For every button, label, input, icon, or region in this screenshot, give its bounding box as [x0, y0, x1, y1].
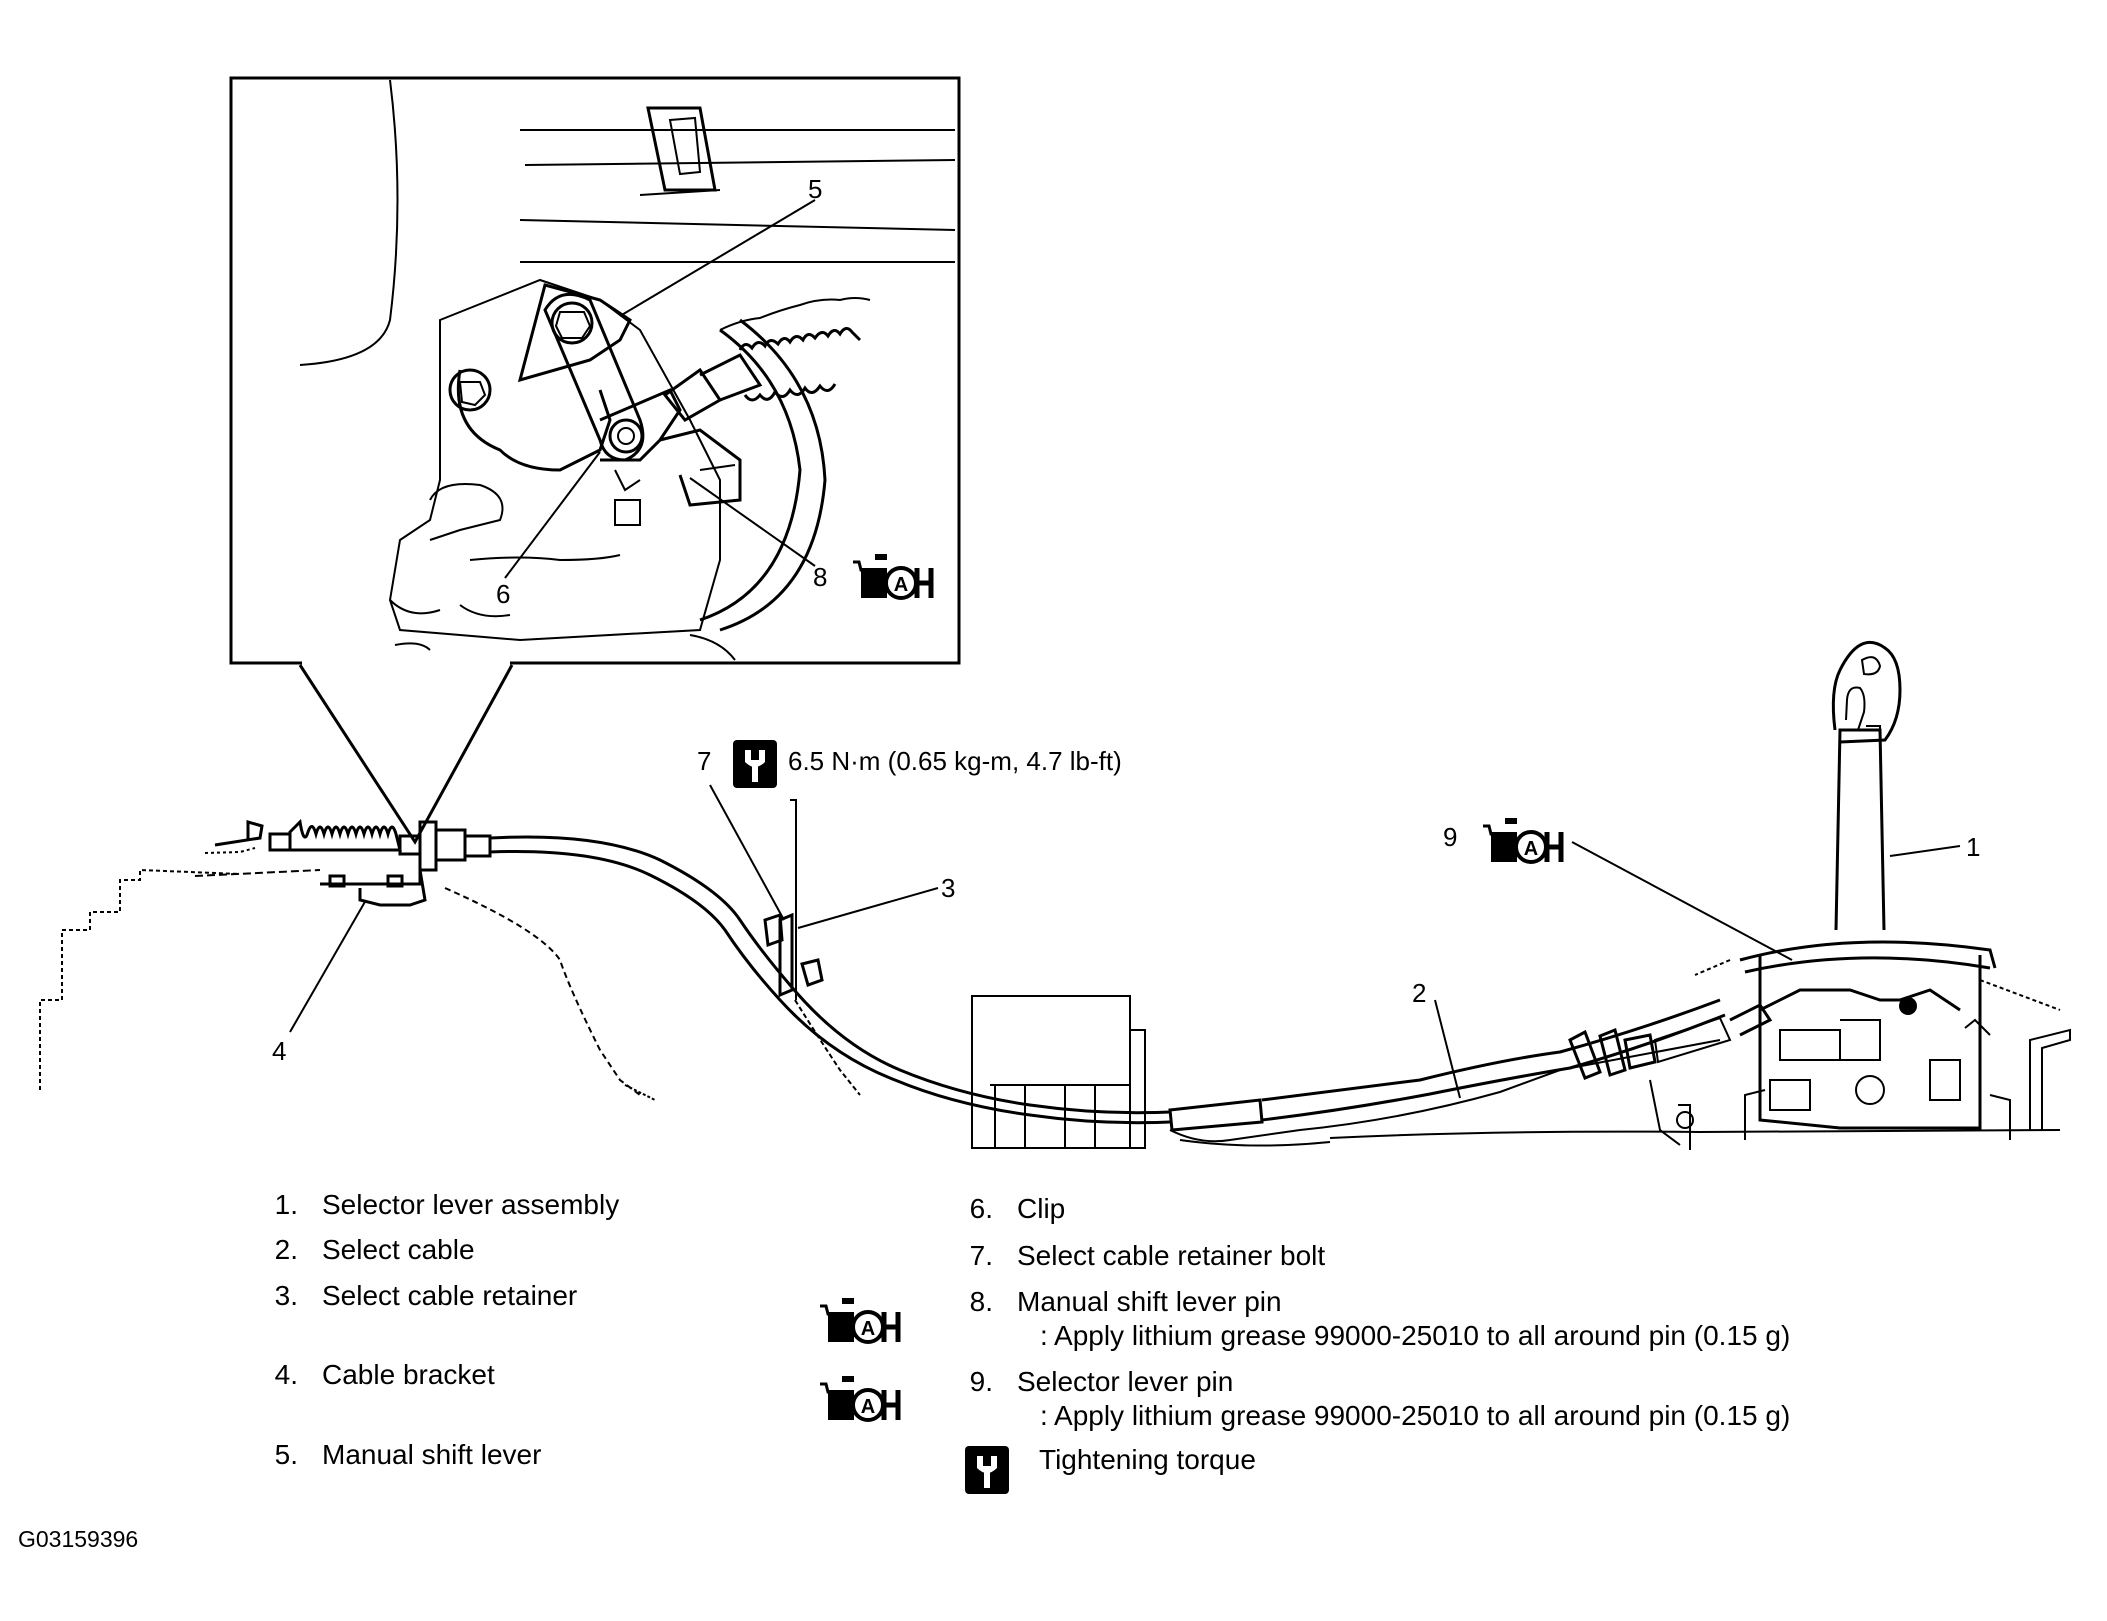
- legend-item-1: 1.Selector lever assembly: [274, 1189, 620, 1220]
- legend-item-5: 5.Manual shift lever: [274, 1439, 542, 1470]
- callout-4: 4: [272, 1036, 286, 1066]
- legend-item-9-note: : Apply lithium grease 99000-25010 to al…: [1040, 1400, 1791, 1431]
- legend-item-7: 7.Select cable retainer bolt: [969, 1240, 1326, 1271]
- grease-gun-icon: [1483, 818, 1561, 862]
- legend-item-6: 6.Clip: [969, 1193, 1066, 1224]
- callout-3: 3: [941, 873, 955, 903]
- callout-6: 6: [496, 579, 510, 609]
- callout-1: 1: [1966, 832, 1980, 862]
- inset-leaders: [504, 199, 816, 579]
- grease-gun-icon: [820, 1298, 898, 1342]
- legend-item-3: 3.Select cable retainer: [274, 1280, 578, 1311]
- callout-9: 9: [1443, 822, 1457, 852]
- callout-8: 8: [813, 562, 827, 592]
- grease-gun-icon: [853, 554, 931, 598]
- legend-item-4: 4.Cable bracket: [274, 1359, 495, 1390]
- torque-wrench-icon: [965, 1446, 1009, 1494]
- grease-gun-icon: [820, 1376, 898, 1420]
- main-assembly: [39, 640, 2071, 1150]
- figure-id: G03159396: [18, 1526, 139, 1552]
- legend-item-2: 2.Select cable: [274, 1234, 475, 1265]
- torque-spec-label: 6.5 N·m (0.65 kg-m, 4.7 lb-ft): [788, 746, 1122, 776]
- callout-7: 7: [697, 746, 711, 776]
- legend-torque: Tightening torque: [1039, 1444, 1256, 1475]
- legend-item-8-note: : Apply lithium grease 99000-25010 to al…: [1040, 1320, 1791, 1351]
- torque-wrench-icon: [733, 740, 777, 788]
- main-leaders: [289, 784, 1961, 1099]
- legend-item-8: 8.Manual shift lever pin: [969, 1286, 1282, 1317]
- detail-inset: [229, 76, 961, 845]
- callout-2: 2: [1412, 978, 1426, 1008]
- callout-5: 5: [808, 174, 822, 204]
- legend-item-9: 9.Selector lever pin: [969, 1366, 1234, 1397]
